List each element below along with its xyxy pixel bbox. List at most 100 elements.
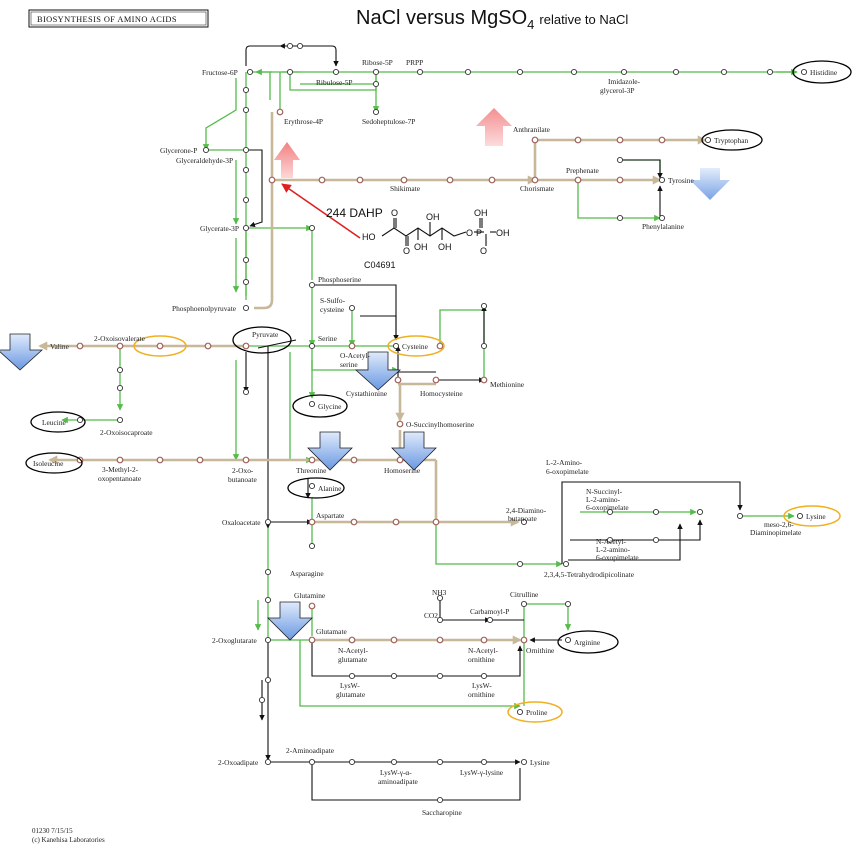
node-oxoisocaproate[interactable]: [116, 416, 124, 424]
node-chorismate[interactable]: [531, 176, 539, 184]
node-his-7[interactable]: [766, 68, 774, 76]
node-prpp[interactable]: [416, 68, 424, 76]
node-lysw-lysine[interactable]: [480, 758, 488, 766]
node-cys-1[interactable]: [436, 342, 444, 350]
node-glutamine[interactable]: [308, 602, 316, 610]
node-glyceraldehyde-3p[interactable]: [242, 146, 250, 154]
node-tyr-1[interactable]: [616, 176, 624, 184]
node-glutamate[interactable]: [308, 636, 316, 644]
node-shik-5[interactable]: [488, 176, 496, 184]
node-tyr-2[interactable]: [616, 156, 624, 164]
node-erythrose-4p[interactable]: [276, 108, 284, 116]
node-leu-4[interactable]: [76, 416, 84, 424]
node-ornithine[interactable]: [520, 636, 528, 644]
node-prephenate[interactable]: [574, 176, 582, 184]
node-glyc-3[interactable]: [242, 166, 250, 174]
node-lysw-3[interactable]: [436, 672, 444, 680]
node-nag-3[interactable]: [436, 636, 444, 644]
node-serine[interactable]: [308, 342, 316, 350]
node-his-5[interactable]: [672, 68, 680, 76]
highlight-tryptophan[interactable]: [701, 129, 763, 151]
highlight-cysteine[interactable]: [387, 335, 445, 357]
node-nsucc-2[interactable]: [652, 508, 660, 516]
node-nacet-1[interactable]: [606, 536, 614, 544]
node-ribose-5p[interactable]: [372, 68, 380, 76]
node-glyc-5[interactable]: [242, 256, 250, 264]
node-asp-3[interactable]: [432, 518, 440, 526]
node-leu-2[interactable]: [116, 384, 124, 392]
node-nsucc-3[interactable]: [696, 508, 704, 516]
node-leu-1[interactable]: [116, 366, 124, 374]
node-saccharopine[interactable]: [436, 796, 444, 804]
node-glyc-4[interactable]: [242, 196, 250, 204]
node-phosphoenolpyruvate[interactable]: [242, 304, 250, 312]
node-trp-3[interactable]: [658, 136, 666, 144]
node-thdp-1[interactable]: [516, 560, 524, 568]
node-homocysteine[interactable]: [432, 376, 440, 384]
node-asp-2[interactable]: [392, 518, 400, 526]
node-val-4[interactable]: [76, 342, 84, 350]
node-citrulline[interactable]: [520, 600, 528, 608]
node-tryptophan[interactable]: [704, 136, 712, 144]
node-phe-1[interactable]: [616, 214, 624, 222]
node-tyrosine[interactable]: [658, 176, 666, 184]
node-dahp[interactable]: [268, 176, 276, 184]
node-thr-hs[interactable]: [350, 456, 358, 464]
node-met-top[interactable]: [480, 302, 488, 310]
node-shikimate[interactable]: [400, 176, 408, 184]
node-cysteine[interactable]: [392, 342, 400, 350]
node-lysine[interactable]: [796, 512, 804, 520]
node-aaa-1[interactable]: [264, 676, 272, 684]
node-oxal-down-2[interactable]: [264, 596, 272, 604]
highlight-leucine[interactable]: [30, 411, 86, 433]
node-methionine[interactable]: [480, 376, 488, 384]
node-imidazole-glycerol[interactable]: [620, 68, 628, 76]
node-pp-1[interactable]: [286, 68, 294, 76]
node-aspartate[interactable]: [308, 518, 316, 526]
node-loop-1[interactable]: [286, 42, 294, 50]
node-fructose-6p[interactable]: [246, 68, 254, 76]
node-tetrahydrodipicolinate[interactable]: [562, 560, 570, 568]
highlight-proline[interactable]: [507, 701, 563, 723]
node-diaminobutanoate[interactable]: [520, 518, 528, 526]
node-homoserine[interactable]: [396, 456, 404, 464]
node-his-1[interactable]: [464, 68, 472, 76]
node-nacet-2[interactable]: [652, 536, 660, 544]
node-sed-1[interactable]: [372, 80, 380, 88]
node-oxaloacetate[interactable]: [264, 518, 272, 526]
highlight-histidine[interactable]: [792, 60, 852, 84]
node-lysw-aminoadipate[interactable]: [390, 758, 398, 766]
node-carbamoyl-p[interactable]: [486, 616, 494, 624]
node-co2[interactable]: [436, 616, 444, 624]
node-glyc-1[interactable]: [242, 86, 250, 94]
node-oxobutanoate[interactable]: [242, 456, 250, 464]
node-cystathionine[interactable]: [394, 376, 402, 384]
node-glycine[interactable]: [308, 400, 316, 408]
node-aaa-2[interactable]: [258, 696, 266, 704]
node-aminoadipate[interactable]: [308, 758, 316, 766]
highlight-arginine[interactable]: [557, 630, 619, 654]
highlight-alanine[interactable]: [287, 477, 345, 499]
node-pyruvate[interactable]: [242, 342, 250, 350]
node-nag-1[interactable]: [348, 636, 356, 644]
node-o-succinylhomoserine[interactable]: [396, 420, 404, 428]
node-loop-2[interactable]: [296, 42, 304, 50]
node-threonine[interactable]: [308, 456, 316, 464]
node-glycerone-p[interactable]: [202, 146, 210, 154]
node-aaa-3[interactable]: [348, 758, 356, 766]
node-glycerate-3p[interactable]: [242, 224, 250, 232]
node-val-2[interactable]: [156, 342, 164, 350]
node-anthranilate[interactable]: [531, 136, 539, 144]
node-met-mid[interactable]: [480, 342, 488, 350]
node-asparagine[interactable]: [308, 542, 316, 550]
node-shik-4[interactable]: [446, 176, 454, 184]
node-aaa-4[interactable]: [436, 758, 444, 766]
node-ribulose-5p[interactable]: [332, 68, 340, 76]
node-pyr-down[interactable]: [242, 388, 250, 396]
node-shik-1[interactable]: [318, 176, 326, 184]
node-ile-2[interactable]: [156, 456, 164, 464]
node-arginine[interactable]: [564, 636, 572, 644]
node-lysw-4[interactable]: [480, 672, 488, 680]
highlight-lysine[interactable]: [783, 505, 841, 527]
node-lysw-1[interactable]: [348, 672, 356, 680]
